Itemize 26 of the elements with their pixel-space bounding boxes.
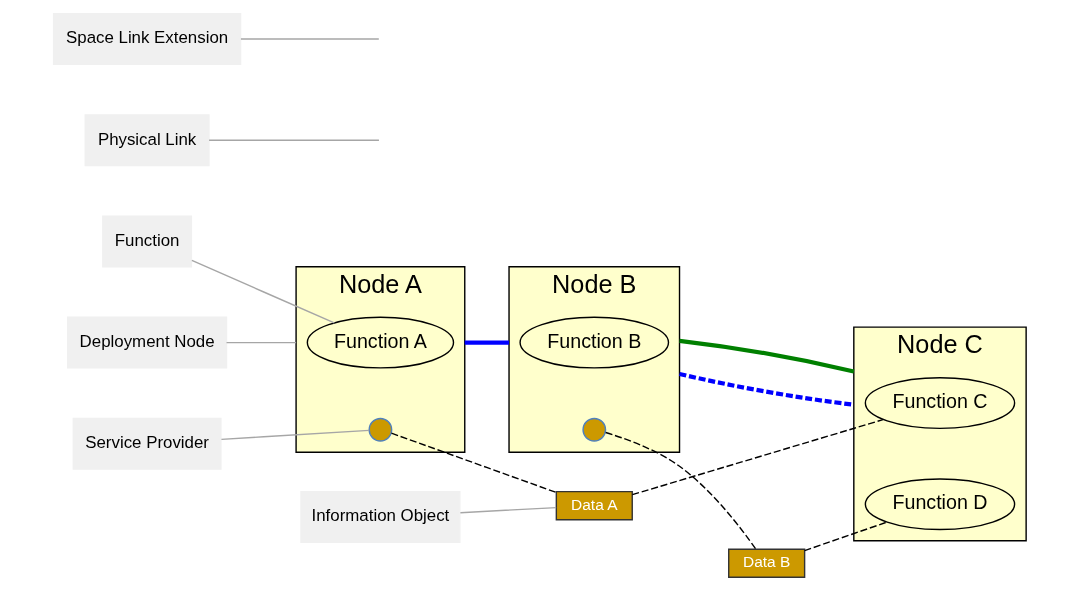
node-box: Space Link Extension [52,12,242,65]
connector [390,432,557,494]
node-circle [582,417,607,442]
node-box: Data A [555,490,633,521]
node-ellipse: Function A [306,316,455,369]
node-ellipse: Function B [519,316,670,369]
connector [464,340,510,345]
connector [225,341,297,344]
connector [459,506,557,514]
node-circle [368,417,393,442]
node-box: Service Provider [72,417,222,470]
connector [208,139,380,141]
connector [803,521,888,552]
node-box: Data B [728,548,806,579]
node-box: Function [102,215,193,268]
node-ellipse: Function C [864,377,1016,430]
node-ellipse: Function D [864,478,1016,531]
connector [605,431,757,550]
connector [220,429,370,441]
node-box: Information Object [300,490,461,543]
node-box: Deployment Node [66,316,228,369]
connector [679,338,855,374]
connector [191,259,335,324]
connector [631,418,884,496]
connector [240,38,380,40]
node-box: Physical Link [84,114,210,167]
